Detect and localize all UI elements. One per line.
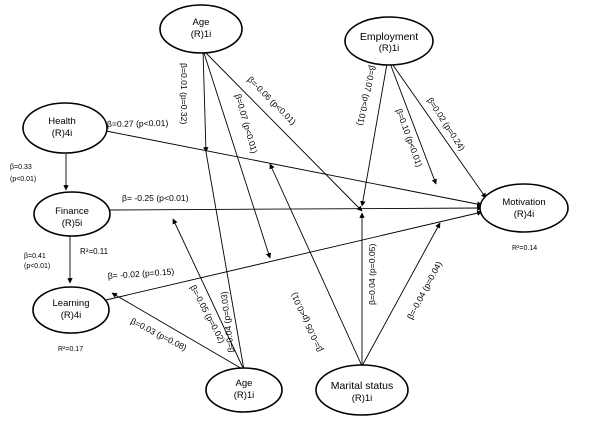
node-employment-name: Employment xyxy=(360,31,418,43)
node-motivation-code: (R)4i xyxy=(514,209,535,220)
path-mar-a xyxy=(269,163,363,367)
node-age-top-name: Age xyxy=(193,17,210,28)
coef-emp-b: β=0.10 (p<0.01) xyxy=(394,107,424,168)
coef-agetop-a: β=0.01 (p=0.32) xyxy=(179,63,189,124)
coef-emp-a: β=0.07 (p<0.01) xyxy=(355,65,378,127)
path-agetop-b xyxy=(202,49,272,259)
node-age-bottom-name: Age xyxy=(236,378,253,389)
path-agebot-c xyxy=(205,151,245,371)
node-learning-name: Learning xyxy=(53,298,90,309)
r2-finance: R²=0.11 xyxy=(80,247,109,256)
node-motivation: Motivation (R)4i xyxy=(479,183,569,233)
coef-health-motivation: β=0.27 (p<0.01) xyxy=(107,118,169,129)
node-age-top: Age (R)1i xyxy=(159,4,243,54)
coef-health-finance-beta: β=0.33 xyxy=(10,164,32,171)
node-employment-code: (R)1i xyxy=(379,43,400,54)
node-motivation-name: Motivation xyxy=(502,197,545,208)
node-learning: Learning (R)4i xyxy=(32,286,110,334)
r-squared-labels: R²=0.11 R²=0.17 R²=0.14 xyxy=(58,245,537,353)
coef-learning-motivation: β= -0.02 (p=0.15) xyxy=(107,266,174,281)
node-age-top-code: (R)1i xyxy=(191,29,212,40)
node-finance: Finance (R)5i xyxy=(33,191,111,237)
coef-mar-a: β=-0.05 (p<0.01) xyxy=(289,291,325,354)
node-health-code: (R)4i xyxy=(52,128,73,139)
path-learning-motivation xyxy=(105,210,483,301)
coef-finance-motivation: β= -0.25 (p<0.01) xyxy=(122,193,189,203)
r2-learning: R²=0.17 xyxy=(58,346,83,353)
coef-mar-c: β=-0.04 (p=0.04) xyxy=(405,259,444,320)
path-agebot-learning xyxy=(111,292,245,371)
coef-finance-learning-p: (p<0.01) xyxy=(24,263,50,270)
path-mar-c xyxy=(361,222,441,367)
node-health-name: Health xyxy=(48,116,75,127)
node-age-bottom: Age (R)1i xyxy=(205,367,283,413)
coef-agetop-b: β=0.07 (p<0.01) xyxy=(233,93,260,155)
path-agebot-finance xyxy=(172,218,245,371)
coef-finance-learning-beta: β=0.41 xyxy=(24,253,46,260)
coef-mar-b: β=0.04 (p=0.05) xyxy=(367,244,377,305)
path-emp-a xyxy=(360,57,389,207)
node-marital-status-name: Marital status xyxy=(331,380,393,392)
coef-health-finance-p: (p<0.01) xyxy=(10,176,36,183)
node-marital-status-code: (R)1i xyxy=(352,393,373,404)
r2-motivation: R²=0.14 xyxy=(512,245,537,252)
node-age-bottom-code: (R)1i xyxy=(234,390,255,401)
path-lines xyxy=(63,49,487,371)
path-finance-motivation xyxy=(107,205,483,211)
path-emp-b xyxy=(387,57,437,185)
coef-agebot-learning: β=0.03 (p=0.08) xyxy=(129,316,188,353)
node-employment: Employment (R)1i xyxy=(344,16,434,66)
node-marital-status: Marital status (R)1i xyxy=(315,364,409,416)
coef-emp-c: β=0.02 (p=0.24) xyxy=(425,96,467,153)
node-finance-code: (R)5i xyxy=(62,218,83,229)
path-health-motivation xyxy=(105,130,483,207)
node-health: Health (R)4i xyxy=(22,102,108,154)
node-learning-code: (R)4i xyxy=(61,310,82,321)
node-finance-name: Finance xyxy=(55,206,89,217)
path-emp-c xyxy=(387,57,487,199)
path-agetop-c xyxy=(202,49,363,212)
path-agetop-a xyxy=(202,49,209,153)
